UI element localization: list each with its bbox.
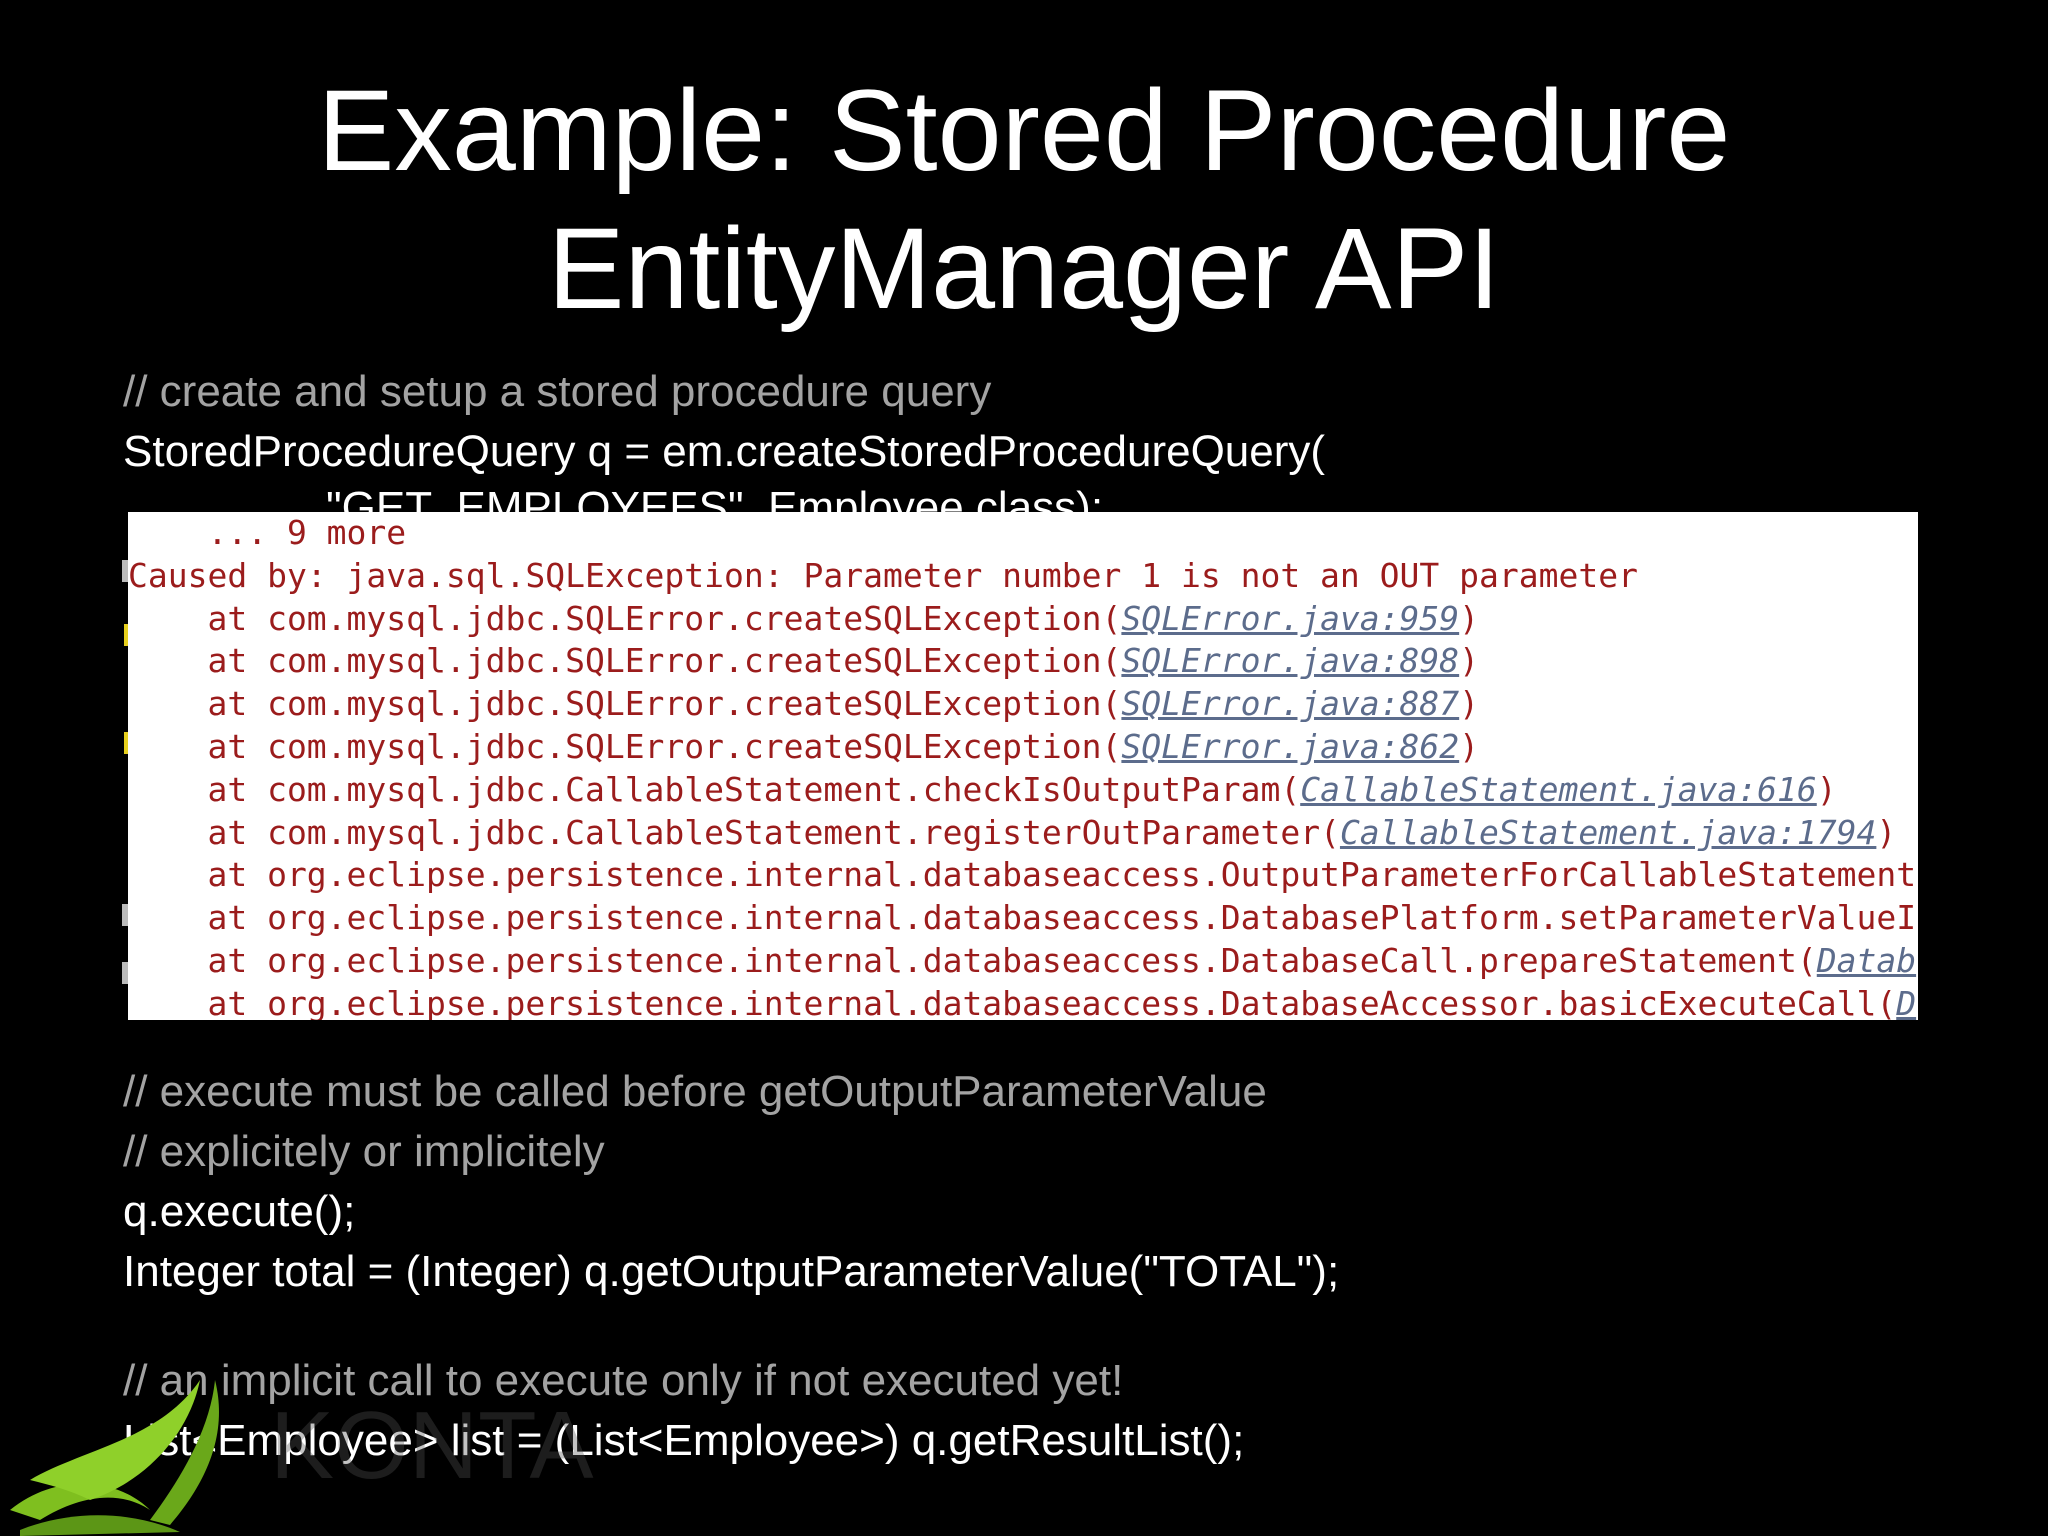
slide-title: Example: Stored Procedure EntityManager … [0, 62, 2048, 338]
stack-trace-frame: at com.mysql.jdbc.SQLError.createSQLExce… [128, 726, 1918, 769]
hidden-text-fragment [122, 962, 128, 984]
stack-trace-frame-method: at org.eclipse.persistence.internal.data… [128, 898, 1917, 938]
stack-trace-frame: at org.eclipse.persistence.internal.data… [128, 897, 1918, 940]
stack-trace-more-line: ... 9 more [128, 513, 407, 552]
stack-trace-frame: at com.mysql.jdbc.SQLError.createSQLExce… [128, 683, 1918, 726]
stack-trace-source-link[interactable]: CallableStatement.java:616 [1300, 769, 1817, 809]
stack-trace-frame-close: ) [1459, 641, 1480, 681]
slide-title-line-2: EntityManager API [547, 205, 1501, 333]
stack-trace-frame: at org.eclipse.persistence.internal.data… [128, 854, 1918, 897]
stack-trace-frame: at org.eclipse.persistence.internal.data… [128, 983, 1918, 1020]
code-comment-execute: // execute must be called before getOutp… [123, 1067, 1267, 1116]
stack-trace-source-link[interactable]: SQLError.java:898 [1121, 641, 1460, 681]
stack-trace-frame-method: at org.eclipse.persistence.internal.data… [128, 983, 1897, 1020]
code-line-get-output: Integer total = (Integer) q.getOutputPar… [123, 1247, 1340, 1296]
stack-trace-frame-close: ) [1459, 726, 1480, 766]
stack-trace-frame: at org.eclipse.persistence.internal.data… [128, 940, 1918, 983]
green-swoosh-logo-icon: KONTA [10, 1380, 594, 1536]
code-line-execute: q.execute(); [123, 1187, 356, 1236]
stack-trace-caused-by: Caused by: java.sql.SQLException: Parame… [128, 555, 1638, 595]
stack-trace-frame-method: at com.mysql.jdbc.SQLError.createSQLExce… [128, 641, 1122, 681]
stack-trace-source-link[interactable]: D [1896, 983, 1917, 1020]
stack-trace-frame-close: ) [1459, 684, 1480, 724]
code-line-create-query: StoredProcedureQuery q = em.createStored… [123, 427, 1326, 476]
stack-trace-frame-method: at com.mysql.jdbc.SQLError.createSQLExce… [128, 684, 1122, 724]
stack-trace-frame-method: at org.eclipse.persistence.internal.data… [128, 855, 1917, 895]
stack-trace-frame-close: ) [1876, 812, 1897, 852]
stack-trace-frame-method: at com.mysql.jdbc.CallableStatement.regi… [128, 812, 1340, 852]
code-line-result-list: List<Employee> list = (List<Employee>) q… [123, 1416, 1245, 1465]
stack-trace-source-link[interactable]: CallableStatement.java:1794 [1339, 812, 1877, 852]
konta-logo: KONTA [0, 1360, 620, 1536]
stack-trace-frame-close: ) [1459, 598, 1480, 638]
stack-trace-frame-method: at com.mysql.jdbc.SQLError.createSQLExce… [128, 598, 1122, 638]
stack-trace-frame-method: at com.mysql.jdbc.CallableStatement.chec… [128, 769, 1301, 809]
stack-trace-frame-method: at org.eclipse.persistence.internal.data… [128, 940, 1817, 980]
stack-trace-panel: ... 9 more Caused by: java.sql.SQLExcept… [128, 512, 1918, 1020]
stack-trace-source-link[interactable]: Datab [1816, 940, 1917, 980]
stack-trace-frame: at com.mysql.jdbc.SQLError.createSQLExce… [128, 598, 1918, 641]
hidden-text-fragment [122, 904, 128, 926]
stack-trace-source-link[interactable]: SQLError.java:887 [1121, 684, 1460, 724]
slide-title-line-1: Example: Stored Procedure [317, 67, 1731, 195]
stack-trace-frame: at com.mysql.jdbc.CallableStatement.regi… [128, 812, 1918, 855]
stack-trace-frame: at com.mysql.jdbc.CallableStatement.chec… [128, 769, 1918, 812]
stack-trace-frames: at com.mysql.jdbc.SQLError.createSQLExce… [128, 598, 1918, 1020]
stack-trace-frame-method: at com.mysql.jdbc.SQLError.createSQLExce… [128, 726, 1122, 766]
code-comment-implicit: // an implicit call to execute only if n… [123, 1356, 1124, 1405]
stack-trace-frame-close: ) [1816, 769, 1837, 809]
hidden-text-fragment [122, 560, 128, 582]
stack-trace-source-link[interactable]: SQLError.java:862 [1121, 726, 1460, 766]
code-comment-create: // create and setup a stored procedure q… [123, 367, 992, 416]
stack-trace-source-link[interactable]: SQLError.java:959 [1121, 598, 1460, 638]
logo-text: KONTA [270, 1392, 594, 1499]
stack-trace-frame: at com.mysql.jdbc.SQLError.createSQLExce… [128, 640, 1918, 683]
code-comment-explicit: // explicitely or implicitely [123, 1127, 605, 1176]
